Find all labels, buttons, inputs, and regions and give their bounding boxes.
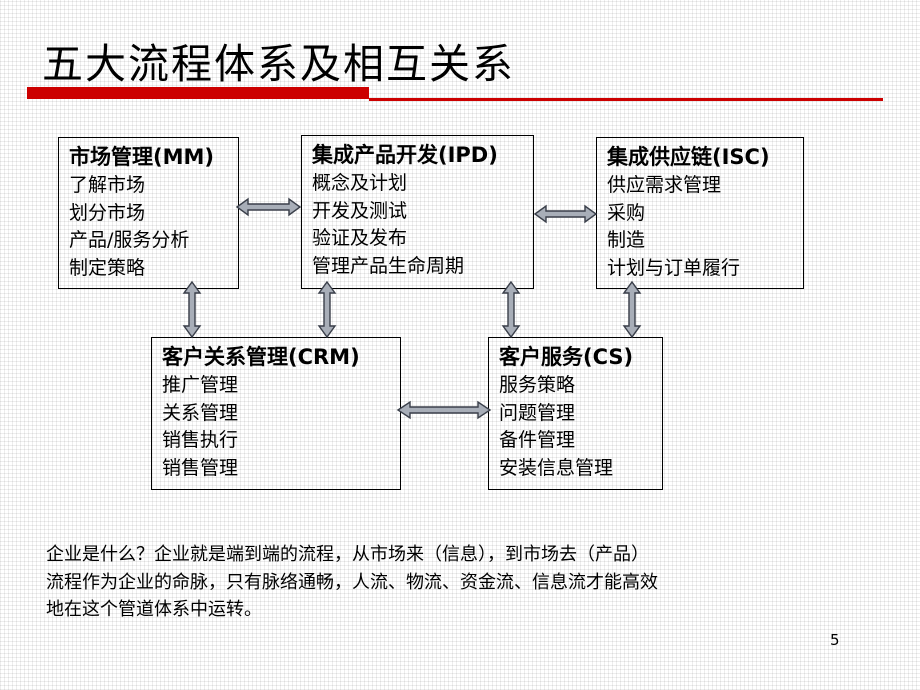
description-text: 企业是什么？企业就是端到端的流程，从市场来（信息），到市场去（产品） 流程作为企… <box>46 541 866 624</box>
description-line: 企业是什么？企业就是端到端的流程，从市场来（信息），到市场去（产品） <box>46 544 649 565</box>
box-item: 制造 <box>607 229 646 251</box>
box-item: 计划与订单履行 <box>607 256 741 279</box>
box-item: 备件管理 <box>499 429 576 451</box>
box-market-management: 市场管理(MM) 了解市场 划分市场 产品/服务分析 制定策略 <box>58 137 239 289</box>
box-integrated-supply-chain: 集成供应链(ISC) 供应需求管理 采购 制造 计划与订单履行 <box>596 137 804 289</box>
double-arrow-ipd-crm <box>317 280 337 339</box>
box-item: 供应需求管理 <box>607 174 722 196</box>
page-number: 5 <box>830 631 840 649</box>
box-item: 安装信息管理 <box>499 456 614 479</box>
double-arrow-crm-cs <box>396 400 492 420</box>
box-title: 集成产品开发(IPD) <box>312 143 498 167</box>
box-integrated-product-development: 集成产品开发(IPD) 概念及计划 开发及测试 验证及发布 管理产品生命周期 <box>301 135 534 289</box>
double-arrow-ipd-isc <box>533 204 598 224</box>
double-arrow-mm-crm <box>182 280 202 339</box>
double-arrow-ipd-cs <box>501 280 521 339</box>
description-line: 流程作为企业的命脉，只有脉络通畅，人流、物流、资金流、信息流才能高效 <box>46 571 658 593</box>
box-customer-service: 客户服务(CS) 服务策略 问题管理 备件管理 安装信息管理 <box>488 337 663 490</box>
title-underline-thick <box>27 87 369 99</box>
box-item: 概念及计划 <box>312 172 408 194</box>
box-item: 问题管理 <box>499 401 576 424</box>
box-item: 开发及测试 <box>312 199 408 222</box>
box-title: 客户关系管理(CRM) <box>162 345 360 369</box>
box-title: 客户服务(CS) <box>499 345 634 369</box>
box-item: 销售执行 <box>162 429 239 451</box>
box-item: 推广管理 <box>162 374 239 396</box>
box-item: 服务策略 <box>499 374 576 396</box>
double-arrow-isc-cs <box>622 280 642 339</box>
slide-title: 五大流程体系及相互关系 <box>42 40 515 88</box>
box-item: 划分市场 <box>69 201 146 224</box>
box-item: 产品/服务分析 <box>69 229 190 251</box>
box-item: 关系管理 <box>162 401 239 424</box>
box-item: 采购 <box>607 201 646 224</box>
title-underline-thin <box>369 98 883 101</box>
double-arrow-mm-ipd <box>235 197 302 217</box>
box-customer-relationship-management: 客户关系管理(CRM) 推广管理 关系管理 销售执行 销售管理 <box>151 337 401 490</box>
box-item: 销售管理 <box>162 456 239 479</box>
box-title: 集成供应链(ISC) <box>607 145 770 169</box>
box-item: 管理产品生命周期 <box>312 254 465 277</box>
box-title: 市场管理(MM) <box>69 145 214 169</box>
box-item: 了解市场 <box>69 174 146 196</box>
box-item: 验证及发布 <box>312 227 408 249</box>
box-item: 制定策略 <box>69 256 146 279</box>
description-line: 地在这个管道体系中运转。 <box>46 599 262 620</box>
